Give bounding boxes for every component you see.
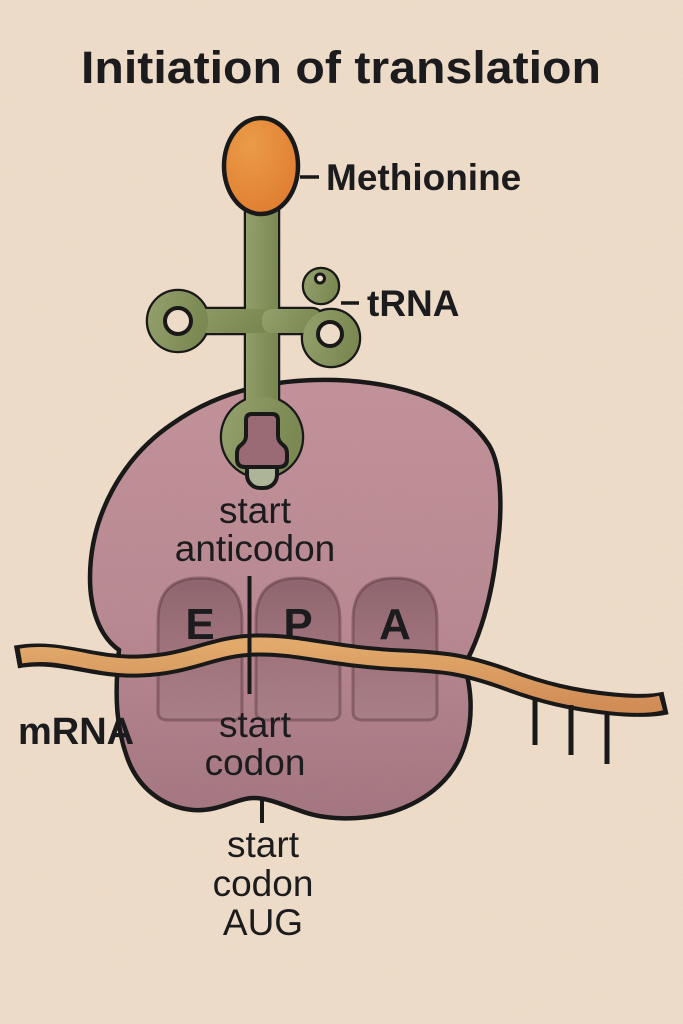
translation-diagram: Initiation of translation E P A bbox=[0, 0, 683, 1024]
grain-overlay bbox=[0, 0, 683, 1024]
diagram-svg: Initiation of translation E P A bbox=[0, 0, 683, 1024]
